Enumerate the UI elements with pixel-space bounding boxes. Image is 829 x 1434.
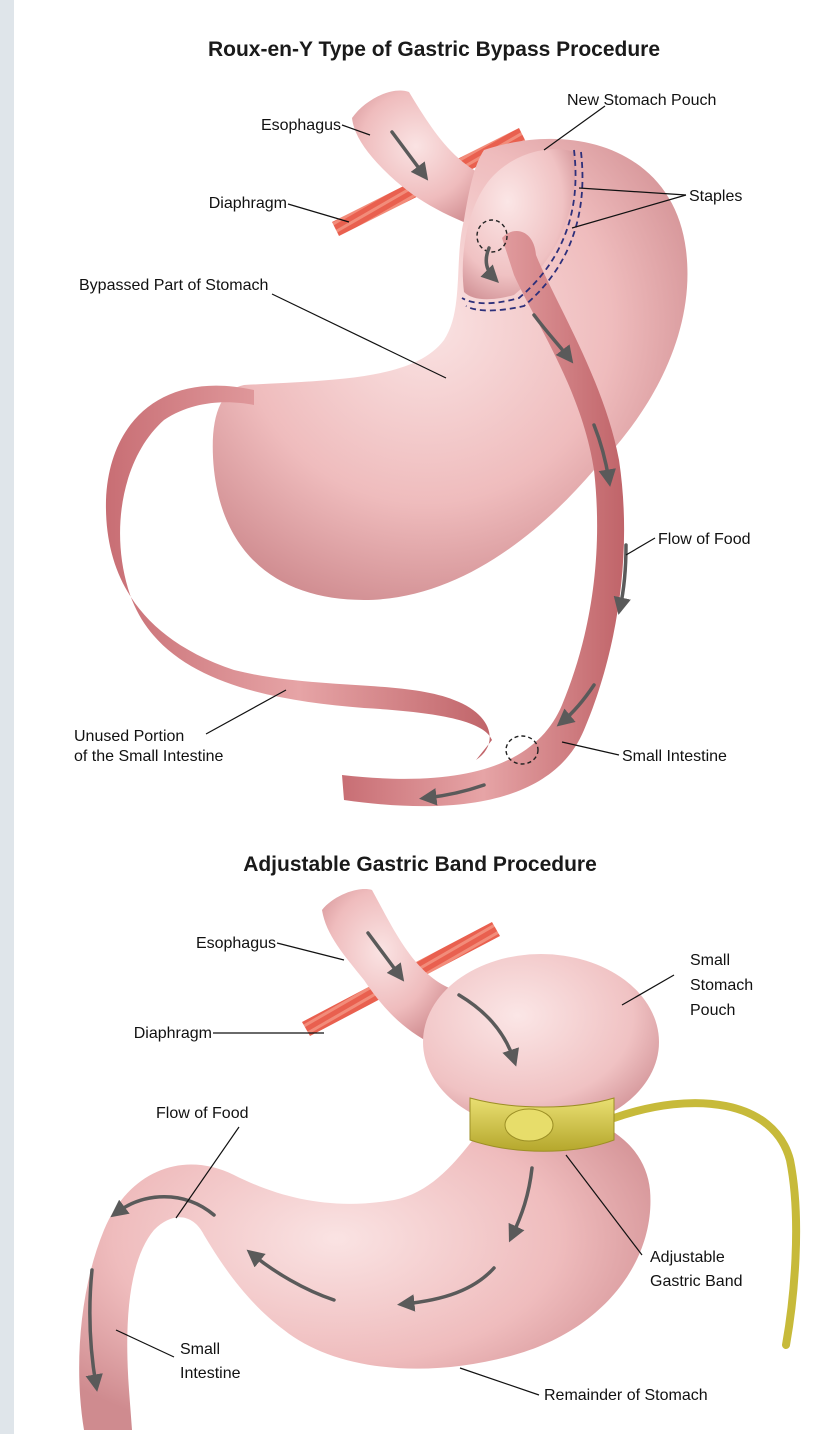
band-label-esophagus: Esophagus — [196, 935, 276, 952]
bypass-title: Roux-en-Y Type of Gastric Bypass Procedu… — [208, 38, 660, 61]
band-label-flow-of-food: Flow of Food — [156, 1105, 248, 1122]
band-label-pouch-line2: Stomach — [690, 977, 753, 994]
band-label-band-line2: Gastric Band — [650, 1273, 742, 1290]
band-label-intestine-line1: Small — [180, 1341, 220, 1358]
bypass-label-new-pouch: New Stomach Pouch — [567, 92, 716, 109]
bypass-label-esophagus: Esophagus — [261, 117, 341, 134]
band-label-pouch-line3: Pouch — [690, 1002, 735, 1019]
bypass-label-unused-line2: of the Small Intestine — [74, 748, 224, 765]
bypass-label-diaphragm: Diaphragm — [209, 195, 287, 212]
remainder-of-stomach — [79, 1111, 650, 1430]
band-title: Adjustable Gastric Band Procedure — [243, 853, 597, 876]
band-label-diaphragm: Diaphragm — [134, 1025, 212, 1042]
band-label-remainder: Remainder of Stomach — [544, 1387, 708, 1404]
bypass-label-small-intestine: Small Intestine — [622, 748, 727, 765]
small-stomach-pouch — [423, 954, 659, 1130]
bypass-label-staples: Staples — [689, 188, 742, 205]
band-label-intestine-line2: Intestine — [180, 1365, 241, 1382]
gastric-surgery-illustration: Roux-en-Y Type of Gastric Bypass Procedu… — [14, 0, 829, 1434]
band-buckle — [505, 1109, 553, 1141]
diagram-frame: Roux-en-Y Type of Gastric Bypass Procedu… — [14, 0, 829, 1434]
bypass-label-flow-of-food: Flow of Food — [658, 531, 750, 548]
bypass-anatomy — [106, 90, 688, 806]
bypass-label-bypassed: Bypassed Part of Stomach — [79, 277, 268, 294]
band-label-band-line1: Adjustable — [650, 1249, 725, 1266]
band-label-pouch-line1: Small — [690, 952, 730, 969]
bypass-label-unused-line1: Unused Portion — [74, 728, 184, 745]
